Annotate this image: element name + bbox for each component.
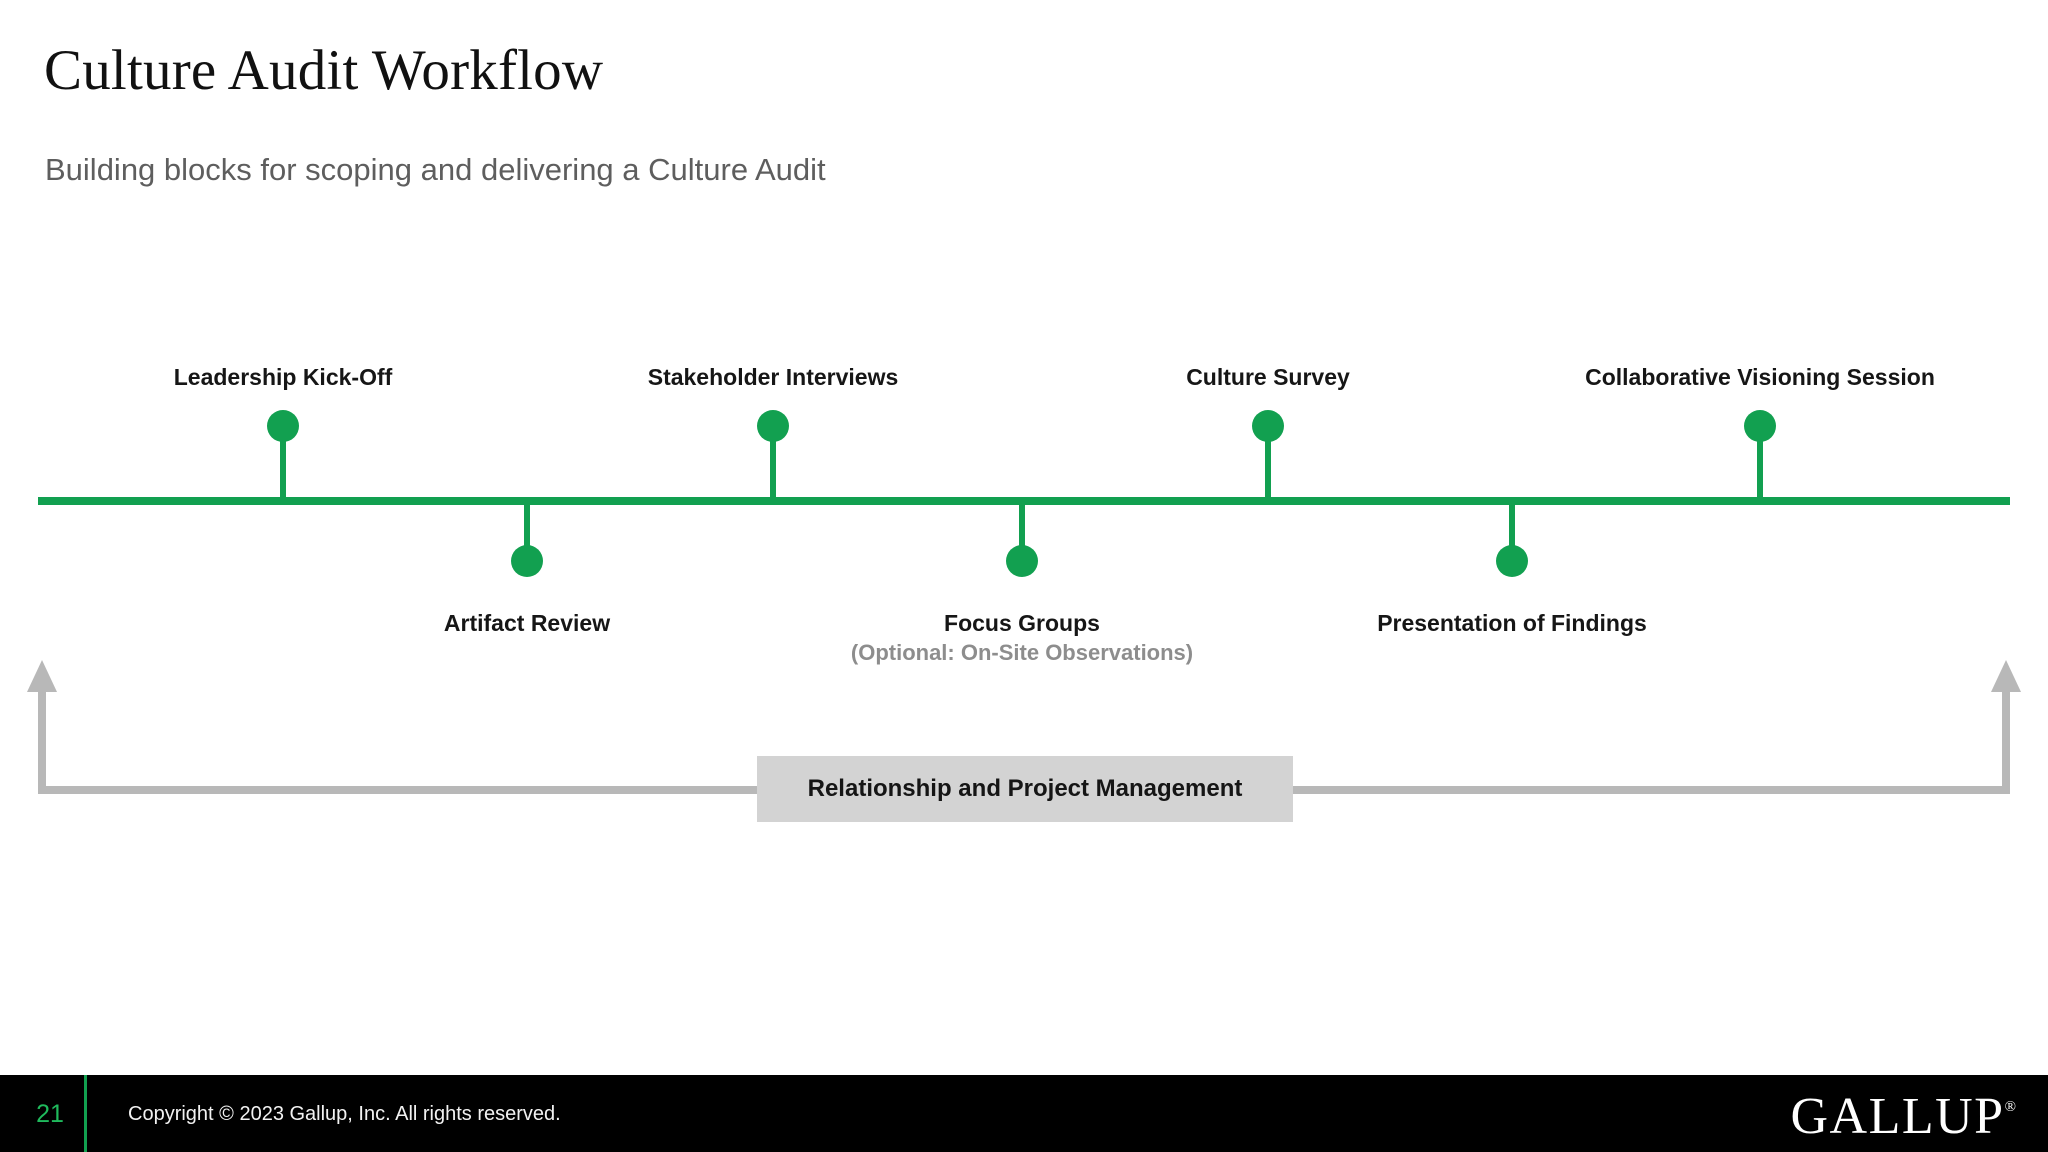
timeline-stem xyxy=(770,440,776,502)
timeline-node-label-main: Focus Groups xyxy=(944,610,1100,636)
timeline-dot-icon xyxy=(1006,545,1038,577)
timeline-node-label: Collaborative Visioning Session xyxy=(1585,364,1935,390)
timeline-node-label: Leadership Kick-Off xyxy=(173,364,393,390)
registered-trademark-icon: ® xyxy=(2004,1099,2016,1115)
relationship-project-management-box[interactable]: Relationship and Project Management xyxy=(757,756,1293,822)
timeline-node-label: Stakeholder Interviews xyxy=(647,364,899,390)
timeline-stem xyxy=(1019,502,1025,562)
slide-footer: 21 Copyright © 2023 Gallup, Inc. All rig… xyxy=(0,1075,2048,1152)
timeline-stem xyxy=(524,502,530,562)
timeline-dot-icon xyxy=(1744,410,1776,442)
timeline-axis-line xyxy=(38,497,2010,505)
timeline-dot-icon xyxy=(511,545,543,577)
page-number: 21 xyxy=(36,1100,64,1128)
timeline-node-label: Presentation of Findings xyxy=(1377,610,1647,636)
page-subtitle: Building blocks for scoping and deliveri… xyxy=(45,152,826,187)
copyright-text: Copyright © 2023 Gallup, Inc. All rights… xyxy=(128,1103,561,1125)
gallup-logo-text: GALLUP xyxy=(1790,1088,2005,1145)
footer-divider xyxy=(84,1075,87,1152)
timeline-node-label: Culture Survey xyxy=(1186,364,1350,390)
timeline-stem xyxy=(1265,440,1271,502)
timeline-dot-icon xyxy=(1496,545,1528,577)
timeline-stem xyxy=(1757,440,1763,502)
timeline-dot-icon xyxy=(1252,410,1284,442)
timeline-stem xyxy=(1509,502,1515,562)
page-title: Culture Audit Workflow xyxy=(44,39,604,102)
timeline-dot-icon xyxy=(267,410,299,442)
timeline-dot-icon xyxy=(757,410,789,442)
gallup-logo: GALLUP® xyxy=(1790,1087,2016,1146)
timeline-node-label: Artifact Review xyxy=(443,610,611,636)
relationship-project-management-label: Relationship and Project Management xyxy=(807,775,1243,802)
timeline-stem xyxy=(280,440,286,502)
timeline-node-label: Focus Groups (Optional: On-Site Observat… xyxy=(851,608,1193,667)
timeline-node-sublabel: (Optional: On-Site Observations) xyxy=(850,640,1194,666)
